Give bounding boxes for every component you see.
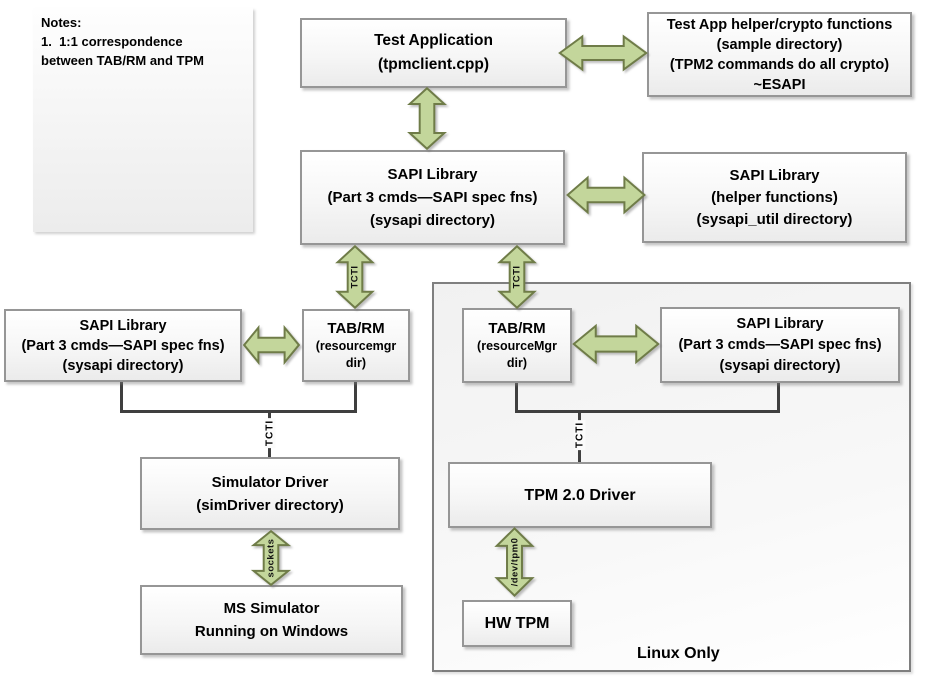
double-arrow-testapp-helper-icon [558, 33, 648, 73]
notes-title: Notes: [41, 15, 82, 30]
box-text-line: (Part 3 cmds—SAPI spec fns) [327, 189, 538, 206]
double-arrow-sapileft-tabrm-icon [243, 324, 300, 366]
box-test-application: Test Application (tpmclient.cpp) [300, 18, 567, 88]
connector-line [515, 383, 518, 412]
box-ms-simulator: MS Simulator Running on Windows [140, 585, 403, 655]
box-simulator-driver: Simulator Driver (simDriver directory) [140, 457, 400, 530]
box-hw-tpm: HW TPM [462, 600, 572, 647]
box-text-line: (helper functions) [711, 188, 838, 206]
box-text-line: SAPI Library [79, 317, 167, 334]
box-text-line: (sysapi directory) [719, 357, 841, 374]
box-text-line: HW TPM [484, 615, 550, 632]
dev-tpm0-arrow-label: /dev/tpm0 [509, 537, 520, 587]
box-text-line: (TPM2 commands do all crypto) [669, 56, 890, 73]
box-tab-rm-left: TAB/RM (resourcemgr dir) [302, 309, 410, 382]
box-tpm-20-driver: TPM 2.0 Driver [448, 462, 712, 528]
box-text-line: Simulator Driver [211, 473, 329, 491]
box-test-app-helper: Test App helper/crypto functions (sample… [647, 12, 912, 97]
tcti-connector-label-left: TCTI [264, 417, 276, 449]
box-text-line: SAPI Library [736, 315, 824, 332]
box-sapi-library-left: SAPI Library (Part 3 cmds—SAPI spec fns)… [4, 309, 242, 382]
box-text-line: (sysapi_util directory) [696, 210, 853, 228]
box-text-line: (Part 3 cmds—SAPI spec fns) [21, 337, 225, 354]
box-text-line: dir) [345, 356, 367, 370]
connector-line [120, 410, 357, 413]
box-text-line: (resourceMgr [477, 339, 557, 353]
box-text-line: (resourcemgr [315, 339, 397, 353]
box-tab-rm-right: TAB/RM (resourceMgr dir) [462, 308, 572, 383]
double-arrow-testapp-sapi-icon [406, 87, 448, 150]
double-arrow-tabrm-sapiright-icon [572, 322, 660, 366]
notes-line: between TAB/RM and TPM [41, 53, 204, 68]
sockets-arrow-label: sockets [265, 538, 277, 578]
box-text-line: Test Application [374, 32, 493, 49]
box-text-line: TAB/RM [488, 320, 546, 337]
double-arrow-sapi-helper-icon [566, 174, 646, 216]
tcti-arrow-label: TCTI [511, 265, 523, 289]
box-sapi-library-center: SAPI Library (Part 3 cmds—SAPI spec fns)… [300, 150, 565, 245]
box-text-line: (tpmclient.cpp) [377, 56, 490, 73]
connector-line [515, 410, 780, 413]
box-text-line: Test App helper/crypto functions [666, 16, 893, 33]
box-text-line: (simDriver directory) [196, 496, 344, 514]
notes-line: 1. 1:1 correspondence [41, 34, 183, 49]
box-text-line: MS Simulator [223, 600, 320, 617]
tcti-arrow-label: TCTI [349, 265, 361, 289]
box-sapi-library-right: SAPI Library (Part 3 cmds—SAPI spec fns)… [660, 307, 900, 383]
linux-only-label: Linux Only [637, 645, 720, 662]
connector-line [777, 383, 780, 412]
box-text-line: SAPI Library [387, 166, 478, 183]
double-arrow-tcti-left-icon: TCTI [334, 245, 376, 309]
box-text-line: ~ESAPI [753, 76, 806, 93]
connector-line [354, 382, 357, 412]
double-arrow-sockets-icon: sockets [250, 530, 292, 586]
box-text-line: TAB/RM [327, 320, 385, 337]
box-text-line: (sysapi directory) [369, 212, 496, 229]
box-text-line: (Part 3 cmds—SAPI spec fns) [678, 336, 882, 353]
notes-panel: Notes: 1. 1:1 correspondence between TAB… [33, 8, 253, 232]
box-text-line: SAPI Library [729, 166, 820, 184]
tcti-connector-label-right: TCTI [574, 419, 586, 451]
box-text-line: dir) [506, 356, 528, 370]
connector-line [120, 382, 123, 412]
box-text-line: (sysapi directory) [62, 357, 184, 374]
box-text-line: Running on Windows [194, 623, 349, 640]
box-text-line: (sample directory) [716, 36, 843, 53]
box-sapi-library-helper: SAPI Library (helper functions) (sysapi_… [642, 152, 907, 243]
double-arrow-dev-tpm0-icon: /dev/tpm0 [493, 527, 536, 597]
box-text-line: TPM 2.0 Driver [524, 486, 636, 504]
double-arrow-tcti-right-icon: TCTI [496, 245, 538, 309]
